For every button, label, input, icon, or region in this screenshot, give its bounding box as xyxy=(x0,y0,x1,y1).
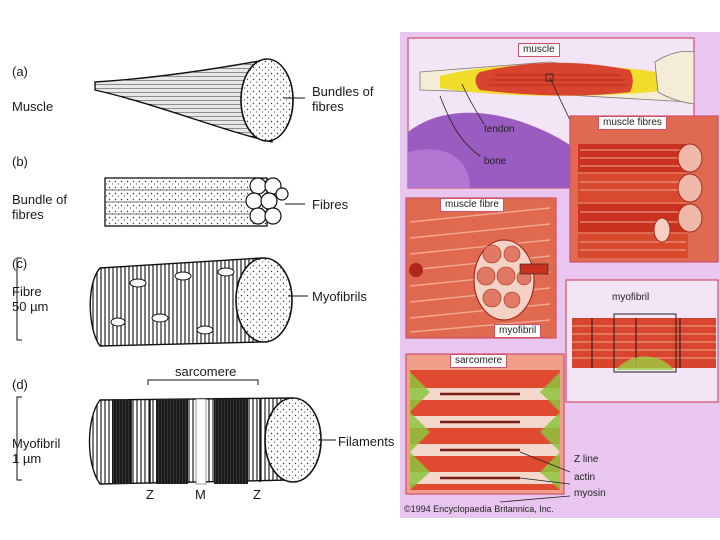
label-bone: bone xyxy=(484,156,507,167)
illustration-drawings xyxy=(405,37,719,503)
label-myosin: myosin xyxy=(574,488,606,499)
title-muscle-fibres: muscle fibres xyxy=(598,116,667,130)
label-myofibril-small: myofibril xyxy=(494,324,542,338)
myofibril-drawing xyxy=(16,379,336,485)
label-a-tag: (a) xyxy=(12,64,28,79)
label-fibre-size: Fibre 50 µm xyxy=(12,284,49,314)
label-m: M xyxy=(195,487,206,502)
copyright-text: ©1994 Encyclopaedia Britannica, Inc. xyxy=(404,504,554,514)
bundle-drawing xyxy=(104,177,305,227)
label-z-line: Z line xyxy=(574,454,599,465)
label-bundle-of-fibres: Bundle of fibres xyxy=(12,192,67,222)
label-muscle: Muscle xyxy=(12,99,54,114)
label-sarcomere-left: sarcomere xyxy=(175,364,237,379)
label-bundles-of-fibres: Bundles of fibres xyxy=(312,84,374,114)
muscle-drawing xyxy=(94,58,305,143)
title-myofibril: myofibril xyxy=(612,292,650,303)
label-myofibrils: Myofibrils xyxy=(312,289,367,304)
fibre-drawing xyxy=(16,257,308,347)
label-tendon: tendon xyxy=(484,124,515,135)
label-actin: actin xyxy=(574,472,596,483)
label-filaments: Filaments xyxy=(338,434,395,449)
title-sarcomere: sarcomere xyxy=(450,354,508,368)
label-d-tag: (d) xyxy=(12,377,28,392)
title-muscle: muscle xyxy=(518,43,560,57)
label-c-tag: (c) xyxy=(12,256,28,271)
label-b-tag: (b) xyxy=(12,154,28,169)
label-myofibril-size: Myofibril 1 µm xyxy=(12,436,61,466)
illustration-right: muscle tendon bone muscle fibres muscle … xyxy=(400,32,720,518)
label-z-left: Z xyxy=(146,487,154,502)
label-fibres: Fibres xyxy=(312,197,349,212)
label-z-right: Z xyxy=(253,487,261,502)
title-muscle-fibre: muscle fibre xyxy=(440,198,504,212)
